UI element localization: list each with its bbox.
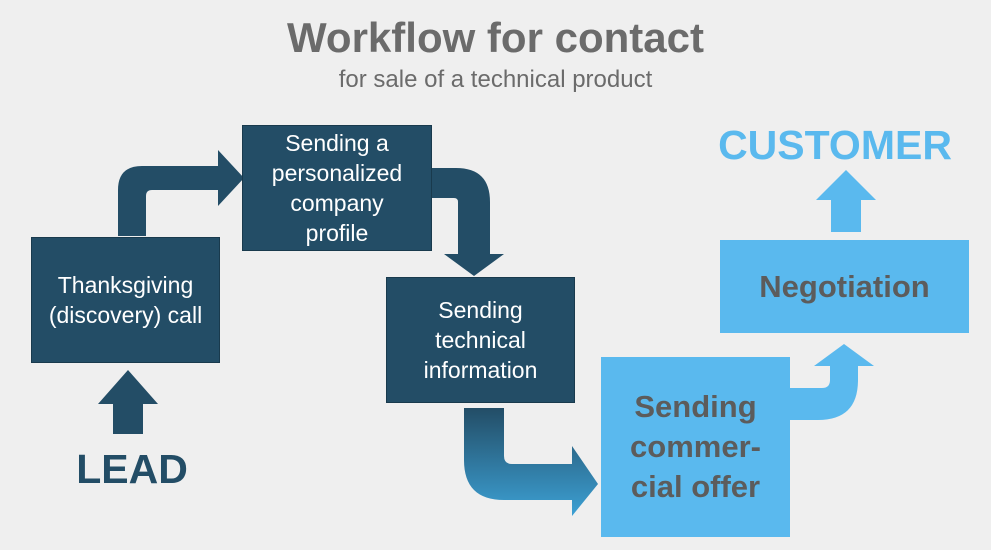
arrow-profile-to-technical [432, 168, 504, 276]
arrow-technical-to-offer [464, 408, 598, 516]
page-subtitle: for sale of a technical product [338, 66, 653, 93]
step-line: (discovery) call [48, 302, 203, 328]
arrow-negotiation-to-customer [816, 170, 876, 232]
step-line: Sending [634, 389, 757, 424]
step-line: commer- [630, 429, 761, 464]
step-line: Negotiation [759, 268, 930, 304]
step-personalized-profile: Sending a personalized company profile [242, 125, 432, 251]
end-label-customer: CUSTOMER [718, 122, 952, 168]
step-line: cial offer [630, 469, 761, 504]
step-line: technical [435, 327, 526, 353]
step-line: information [423, 357, 538, 383]
step-line: personalized [271, 160, 403, 186]
step-negotiation: Negotiation [720, 240, 969, 333]
arrow-offer-to-negotiation [790, 344, 874, 420]
step-thanksgiving-call: Thanksgiving (discovery) call [31, 237, 220, 363]
arrow-lead-to-call [98, 370, 158, 434]
step-line: profile [305, 220, 369, 246]
step-commercial-offer: Sending commer- cial offer [601, 357, 790, 537]
step-line: Thanksgiving [57, 272, 194, 298]
step-line: Sending [438, 297, 523, 323]
step-technical-info: Sending technical information [386, 277, 575, 403]
start-label-lead: LEAD [76, 446, 188, 492]
step-line: Sending a [285, 130, 389, 156]
arrow-call-to-profile [118, 150, 244, 236]
step-line: company [290, 190, 384, 216]
page-title: Workflow for contact [287, 14, 704, 61]
